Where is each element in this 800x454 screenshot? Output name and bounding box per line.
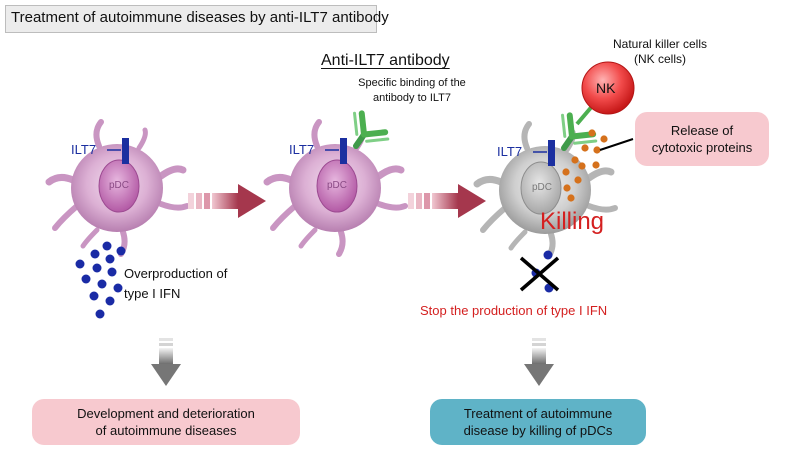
ilt7-label-3: ILT7 xyxy=(497,144,523,159)
down-arrow-2 xyxy=(524,338,554,386)
ilt7-receptor-1 xyxy=(122,138,129,164)
result-treatment-line2: disease by killing of pDCs xyxy=(463,423,613,438)
nk-name-line2: (NK cells) xyxy=(633,52,686,66)
pdc-label-1: pDC xyxy=(109,180,130,191)
pdc-label-2: pDC xyxy=(327,180,348,191)
ilt7-receptor-3 xyxy=(548,140,555,166)
ilt7-label-1: ILT7 xyxy=(71,142,97,157)
release-callout: Release of cytotoxic proteins xyxy=(635,112,769,166)
process-arrow-1 xyxy=(188,184,266,218)
ifn-text-line1: Overproduction of xyxy=(124,266,228,281)
stop-production-text: Stop the production of type I IFN xyxy=(420,303,608,318)
ifn-dots-stopped xyxy=(519,250,560,293)
down-arrow-1 xyxy=(151,338,181,386)
result-treatment-line1: Treatment of autoimmune xyxy=(463,406,613,421)
ilt7-receptor-2 xyxy=(340,138,347,164)
pdc-cell-2 xyxy=(267,122,405,254)
nk-name-line1: Natural killer cells xyxy=(612,37,708,51)
ilt7-label-2: ILT7 xyxy=(289,142,315,157)
pdc-cell-1 xyxy=(49,122,187,254)
antibody-desc-line2: antibody to ILT7 xyxy=(372,92,452,104)
release-line1: Release of xyxy=(670,123,734,138)
result-disease-line2: of autoimmune diseases xyxy=(95,423,237,438)
diagram-title: Treatment of autoimmune diseases by anti… xyxy=(11,9,389,26)
result-box-disease: Development and deterioration of autoimm… xyxy=(32,399,300,445)
antibody-title: Anti-ILT7 antibody xyxy=(321,52,450,69)
result-disease-line1: Development and deterioration xyxy=(77,406,255,421)
ifn-dots-1 xyxy=(75,241,126,319)
ifn-text-line2: type I IFN xyxy=(124,286,181,301)
nk-cell xyxy=(581,61,635,115)
pdc-cell-3 xyxy=(477,124,615,256)
release-line2: cytotoxic proteins xyxy=(651,140,753,155)
release-pointer xyxy=(599,138,634,151)
title-box xyxy=(5,5,377,33)
nk-cell-label: NK xyxy=(596,80,616,96)
cytotoxic-proteins xyxy=(562,129,608,202)
killing-label: Killing xyxy=(540,208,605,235)
pdc-label-3: pDC xyxy=(532,182,553,193)
process-arrow-2 xyxy=(408,184,486,218)
antibody-desc-line1: Specific binding of the xyxy=(358,77,466,89)
result-box-treatment: Treatment of autoimmune disease by killi… xyxy=(430,399,646,445)
